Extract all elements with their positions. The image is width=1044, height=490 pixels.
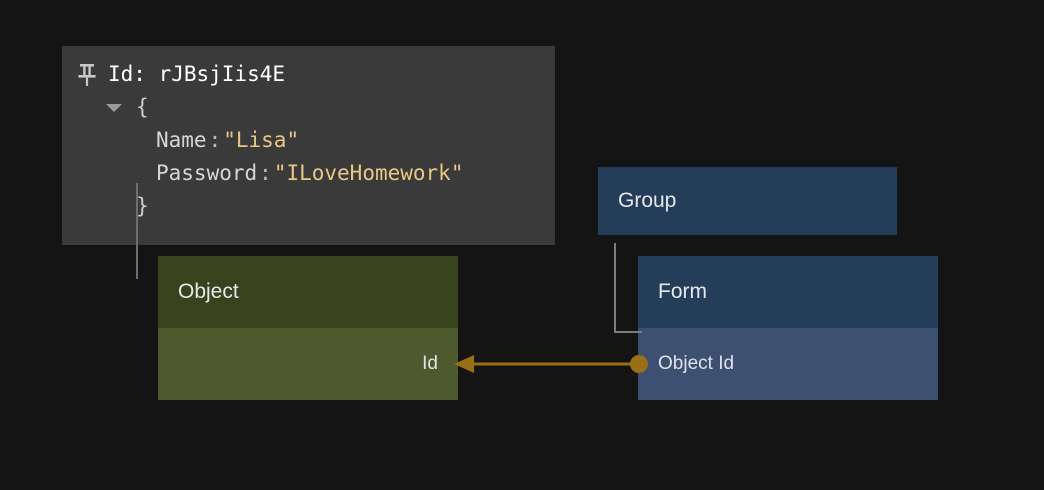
- node-form-field-object-id[interactable]: Object Id: [638, 328, 938, 400]
- tree-guide-line: [136, 183, 138, 279]
- node-object-field-id-label: Id: [422, 353, 438, 374]
- json-property-separator: :: [208, 128, 222, 152]
- json-property-value: "Lisa": [223, 128, 300, 152]
- json-panel-title: Id: rJBsjIis4E: [108, 62, 286, 86]
- node-form-field-object-id-label: Object Id: [658, 353, 735, 374]
- node-object[interactable]: Object Id: [158, 256, 458, 400]
- node-group[interactable]: Group: [598, 167, 897, 235]
- json-property-separator: :: [259, 161, 272, 185]
- json-property-row: Name : "Lisa": [76, 124, 541, 157]
- node-object-title: Object: [158, 256, 458, 328]
- json-open-brace: {: [136, 95, 149, 119]
- pin-icon[interactable]: [76, 62, 98, 88]
- json-property-key: Password: [156, 161, 258, 185]
- json-close-brace: }: [136, 194, 149, 218]
- triangle-down-icon[interactable]: [106, 103, 122, 112]
- node-object-field-id[interactable]: Id: [158, 328, 458, 400]
- json-property-key: Name: [156, 128, 207, 152]
- node-form[interactable]: Form Object Id: [638, 256, 938, 400]
- node-form-title: Form: [638, 256, 938, 328]
- json-property-value: "ILoveHomework": [273, 161, 464, 185]
- reference-arrow-form-to-object: [454, 355, 648, 373]
- json-close-brace-row: }: [76, 190, 541, 223]
- json-panel-title-row: Id: rJBsjIis4E: [76, 58, 541, 91]
- json-tree-toggle-row[interactable]: {: [76, 91, 541, 124]
- node-group-title: Group: [598, 167, 897, 235]
- json-tree: { Name : "Lisa" Password : "ILoveHomewor…: [76, 91, 541, 279]
- bracket-connector-group-to-form: [614, 243, 642, 333]
- json-tooltip-panel: Id: rJBsjIis4E { Name : "Lisa" Password …: [62, 46, 555, 279]
- json-property-row: Password : "ILoveHomework": [76, 157, 541, 190]
